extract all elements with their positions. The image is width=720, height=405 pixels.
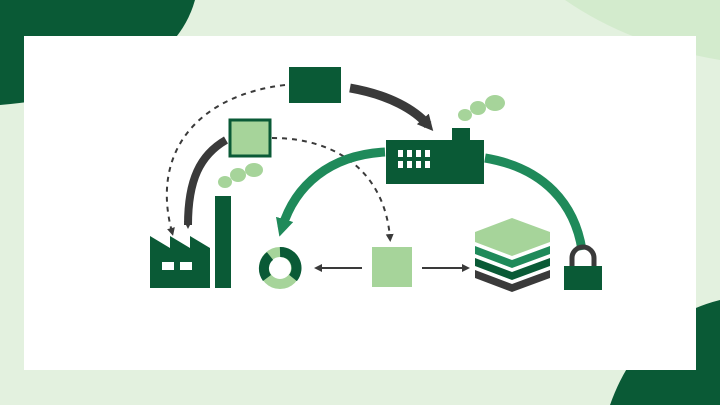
modern-factory-icon [386,95,505,184]
stacked-layers-icon [475,218,550,292]
recycle-ring-icon [258,247,302,289]
solid-arrow-light-block-to-factory [184,136,229,229]
dashed-arrow-top-to-factory [165,84,286,236]
big-arrow-top-to-modern-factory [349,83,434,132]
data-block-center [372,247,412,287]
green-arc-factory-to-padlock [484,153,587,251]
old-factory-icon [150,196,231,288]
data-block-light [228,118,272,158]
dashed-arrow-light-block-to-center [271,137,394,242]
smoke-cloud-icon [218,163,263,188]
green-arrow-factory-to-ring [275,147,386,237]
data-block-top [289,67,341,103]
padlock-icon [564,244,602,290]
smoke-cloud-icon [458,95,505,121]
